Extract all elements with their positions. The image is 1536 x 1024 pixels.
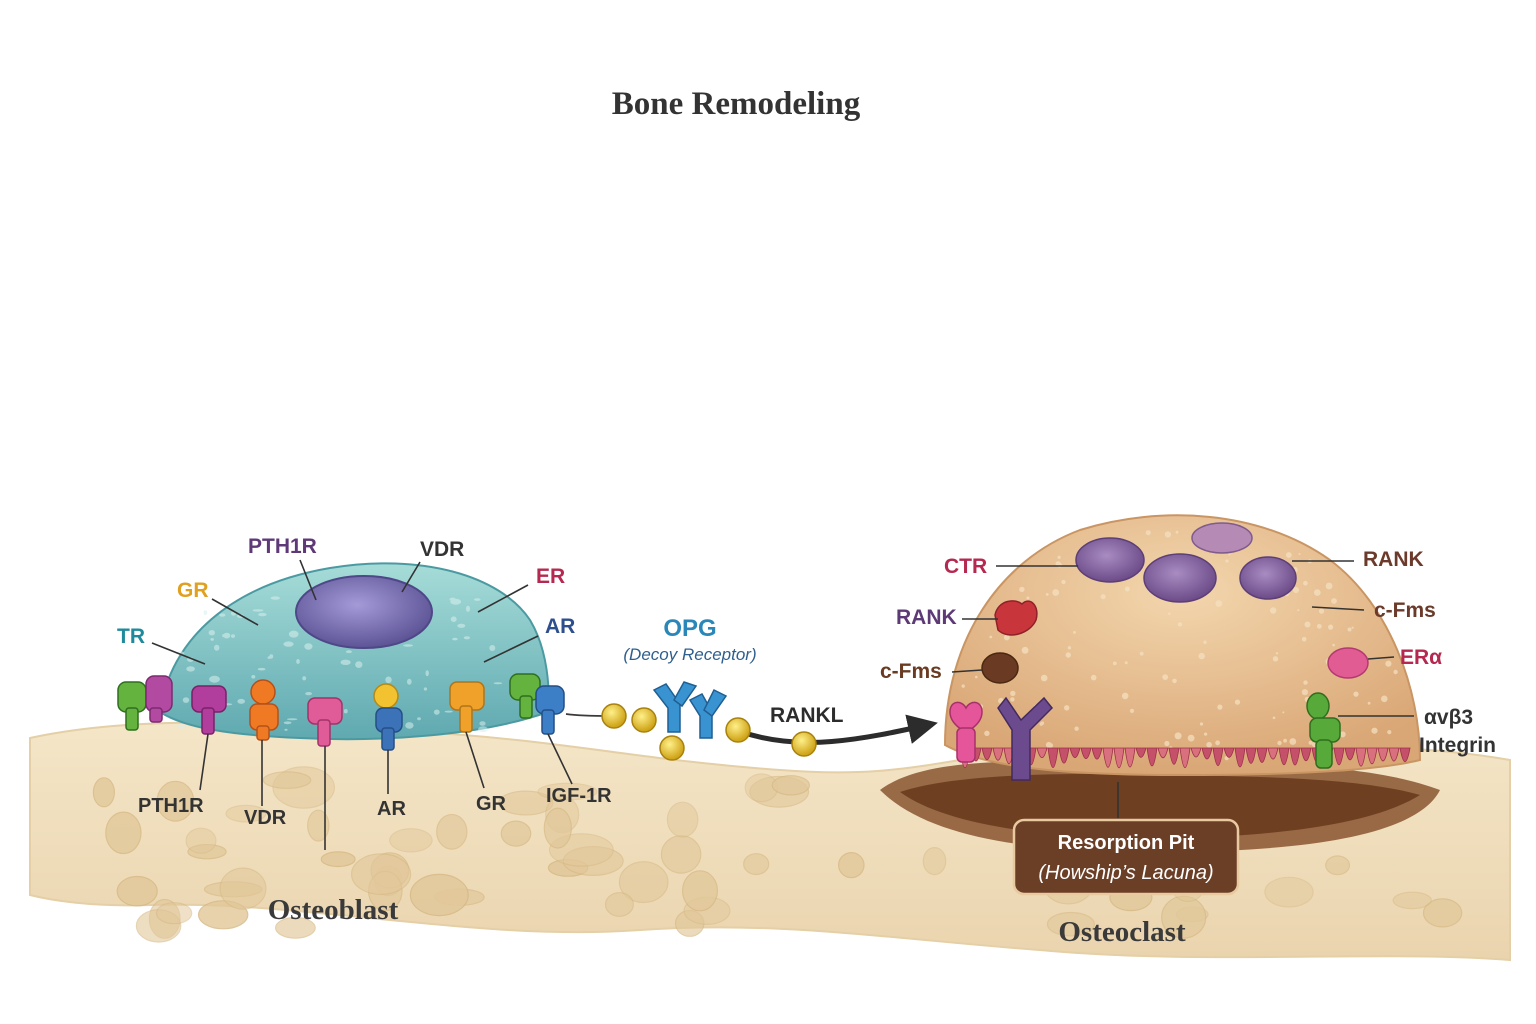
pth1r-receptor-icon [191,685,227,735]
osteoblast-receptors [117,673,565,751]
label-resorption-pit: Resorption Pit [1058,832,1195,854]
label-opg: OPG [663,615,716,642]
page-title: Bone Remodeling [612,86,861,122]
osteoblast-cell [158,562,550,741]
resorption-pit-box: Resorption Pit (Howship’s Lacuna) [1012,818,1240,896]
opg-molecule-icon [652,681,728,739]
label-opg-subtitle: (Decoy Receptor) [623,645,756,664]
label-cfms-left: c-Fms [880,660,942,683]
label-ar-bottom: AR [377,798,406,820]
label-howships-lacuna: (Howship’s Lacuna) [1038,862,1213,884]
label-gr-bottom: GR [476,793,507,815]
label-cfms-right: c-Fms [1374,599,1436,622]
osteoclast-labels: CTR RANK c-Fms RANK c-Fms ERα αvβ3 Integ… [880,548,1496,948]
signaling-pathway [565,681,938,761]
signaling-labels: OPG (Decoy Receptor) RANKL [623,615,843,727]
label-rank-right: RANK [1363,548,1424,571]
label-rank-left: RANK [896,606,957,629]
igf1r-receptor-icon [535,685,565,735]
cfms-receptor-icon [981,652,1019,684]
ctr-receptor-icon [994,600,1038,636]
pth1r-receptor-pink-icon [307,697,343,747]
rank-receptor-purple-icon [997,696,1054,781]
vdr-receptor-icon [249,679,279,741]
osteoblast-name: Osteoblast [268,894,399,926]
label-vdr-top: VDR [420,538,464,561]
label-pth1r-bottom: PTH1R [138,795,204,817]
osteoclast-nucleus [1239,556,1297,600]
label-pth1r-top: PTH1R [248,535,317,558]
ar-receptor-icon [373,683,403,751]
rankl-arrow [741,714,938,745]
label-tr-top: TR [117,625,145,648]
osteoblast-nucleus [295,575,433,649]
rankl-molecule [631,707,657,733]
label-integrin-b: Integrin [1419,734,1496,757]
gr-receptor-icon [449,681,485,733]
label-ctr: CTR [944,555,987,578]
osteoclast-nucleus [1075,537,1145,583]
rankl-molecule [601,703,627,729]
osteoclast-name: Osteoclast [1058,916,1186,948]
osteoclast-receptors [949,600,1369,781]
label-er-top: ER [536,565,565,588]
integrin-receptor-icon [1306,692,1341,769]
osteoclast-nucleus [1143,553,1217,603]
rankl-molecule [791,731,817,757]
rank-receptor-pink-icon [949,701,983,763]
label-era: ERα [1400,646,1442,669]
rankl-molecule [659,735,685,761]
tr-receptor-icon [117,675,173,731]
label-vdr-bottom: VDR [244,807,287,829]
label-rankl: RANKL [770,704,844,727]
label-integrin-a: αvβ3 [1424,706,1473,729]
rankl-molecule [725,717,751,743]
osteoblast-labels: PTH1R VDR GR ER TR AR PTH1R VDR AR GR IG… [117,535,612,926]
er-receptor-icon [509,673,541,719]
osteoclast-nucleus [1191,522,1253,554]
label-gr-top: GR [177,579,209,602]
label-igf1r-bottom: IGF-1R [546,785,612,807]
era-receptor-icon [1327,647,1369,679]
label-ar-top: AR [545,615,575,638]
